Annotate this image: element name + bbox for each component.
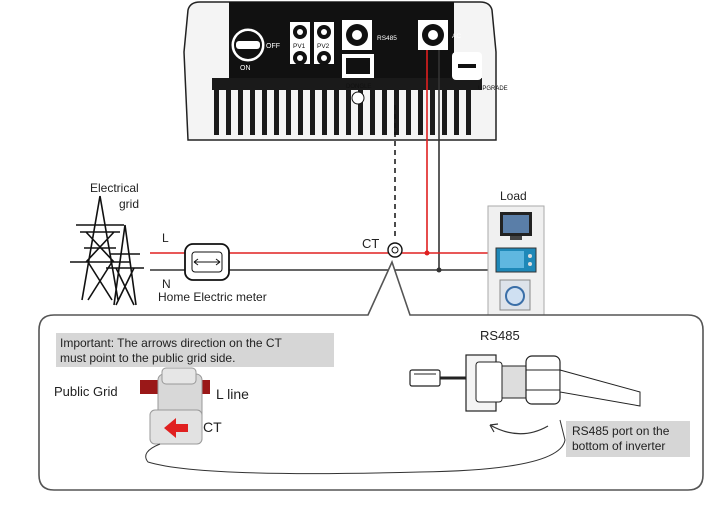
important-note: Important: The arrows direction on the C… — [56, 333, 334, 367]
vent-plug-icon — [351, 91, 365, 105]
meter-label: Home Electric meter — [158, 290, 267, 304]
rs485-port-label: RS485 — [377, 35, 397, 42]
live-junction — [424, 250, 430, 256]
public-grid-label: Public Grid — [54, 384, 118, 399]
l-line-label: L line — [216, 386, 249, 402]
grid-label-line2: grid — [119, 197, 139, 211]
live-line-label: L — [162, 231, 169, 245]
ac-terminal — [418, 20, 448, 50]
grid-label-line1: Electrical — [90, 181, 139, 195]
rs485-port-note: RS485 port on the bottom of inverter — [566, 421, 690, 457]
pv2-connectors — [314, 22, 334, 65]
upgrade-label: UPGRADE — [478, 86, 508, 92]
important-note-line1: Important: The arrows direction on the C… — [60, 336, 282, 350]
neutral-line-label: N — [162, 277, 171, 291]
callout-bubble — [38, 259, 704, 491]
pv1-connectors — [290, 22, 310, 65]
ct-sensor-icon — [387, 242, 403, 258]
dongle-port — [342, 54, 374, 78]
neutral-junction — [436, 267, 442, 273]
ac-label: AC — [452, 33, 461, 40]
rs485-port — [342, 20, 372, 50]
rs485-port-note-line1: RS485 port on the — [572, 424, 670, 438]
ct-direction-arrow-icon — [164, 418, 188, 438]
pv1-label: PV1 — [293, 43, 306, 50]
rs485-connector-icon — [409, 354, 641, 412]
tv-icon — [495, 247, 537, 273]
ct-closeup-label: CT — [203, 419, 222, 435]
upgrade-port — [452, 52, 482, 80]
load-label: Load — [500, 189, 527, 203]
connector-panel — [229, 2, 454, 78]
pv2-label: PV2 — [317, 43, 330, 50]
electric-meter-icon — [184, 243, 230, 281]
switch-off-label: OFF — [266, 43, 280, 50]
washing-machine-icon — [499, 279, 531, 311]
rs485-label: RS485 — [480, 328, 520, 343]
insert-direction-arrow-icon — [489, 424, 549, 435]
switch-on-label: ON — [240, 65, 251, 72]
ct-clamp-closeup — [140, 367, 210, 445]
ct-top-label: CT — [362, 236, 379, 251]
electricity-pylon-icon — [70, 195, 144, 306]
dc-switch — [231, 28, 265, 62]
rs485-port-note-line2: bottom of inverter — [572, 439, 666, 453]
computer-icon — [500, 212, 532, 240]
inverter: OFF ON PV1 PV2 RS485 DONGLE — [183, 1, 508, 141]
ct-cable — [145, 419, 566, 475]
important-note-line2: must point to the public grid side. — [60, 351, 236, 365]
heat-sink — [212, 78, 482, 135]
dongle-label: DONGLE — [346, 84, 371, 90]
